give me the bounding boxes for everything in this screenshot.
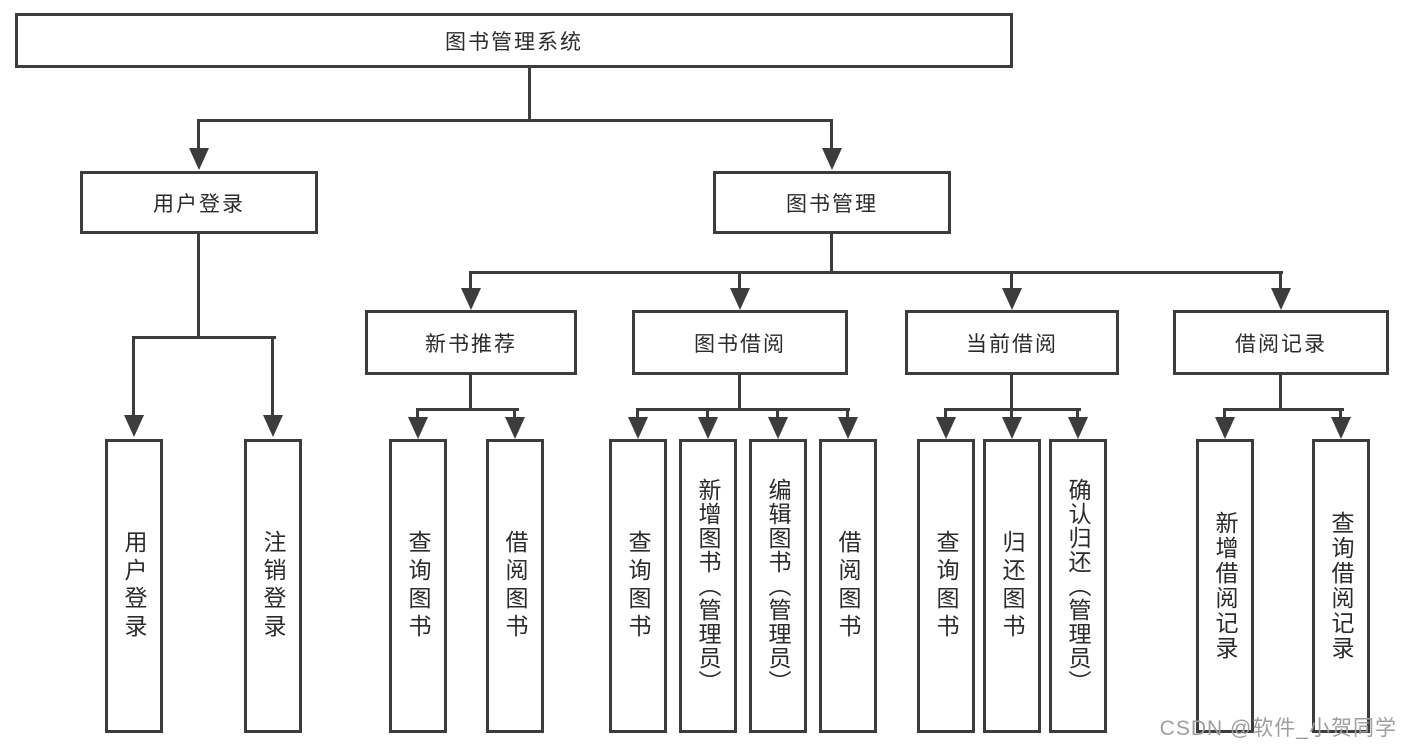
leaf-cb-return-books: 归还图书 (983, 439, 1041, 733)
connector-line (1279, 375, 1282, 411)
root-node-library-system: 图书管理系统 (15, 13, 1013, 68)
leaf-user-login: 用户登录 (105, 439, 163, 733)
connector-line (1279, 271, 1282, 292)
node-borrow-record: 借阅记录 (1173, 310, 1389, 375)
connector-line (776, 408, 779, 420)
node-book-management: 图书管理 (713, 171, 951, 234)
connector-line (1010, 271, 1013, 292)
connector-line (132, 336, 276, 339)
connector-line (1010, 408, 1013, 420)
connector-line (197, 234, 200, 338)
leaf-nb-query-books: 查询图书 (389, 439, 447, 733)
connector-line (1010, 375, 1013, 411)
csdn-watermark: CSDN @软件_小贺同学 (1159, 717, 1397, 740)
connector-line (416, 408, 519, 411)
leaf-cb-query-books: 查询图书 (917, 439, 975, 733)
arrowhead (189, 148, 209, 170)
arrowhead (263, 415, 283, 437)
connector-line (636, 408, 850, 411)
arrowhead (1002, 417, 1022, 439)
leaf-bb-query-books: 查询图书 (609, 439, 667, 733)
connector-line (416, 408, 419, 420)
node-current-borrow: 当前借阅 (905, 310, 1119, 375)
connector-line (271, 336, 274, 418)
arrowhead (768, 417, 788, 439)
leaf-logout: 注销登录 (244, 439, 302, 733)
arrowhead (628, 417, 648, 439)
connector-line (738, 271, 741, 292)
arrowhead (698, 417, 718, 439)
leaf-nb-borrow-books: 借阅图书 (486, 439, 544, 733)
arrowhead (822, 148, 842, 170)
arrowhead (1271, 288, 1291, 310)
connector-line (528, 68, 531, 121)
leaf-bb-borrow-books: 借阅图书 (819, 439, 877, 733)
connector-line (830, 119, 833, 150)
connector-line (469, 271, 1283, 274)
connector-line (830, 234, 833, 274)
arrowhead (730, 288, 750, 310)
connector-line (944, 408, 947, 420)
connector-line (469, 271, 472, 292)
arrowhead (124, 415, 144, 437)
connector-line (197, 119, 200, 150)
leaf-cb-confirm-return-admin: 确认归还（管理员） (1049, 439, 1107, 733)
leaf-bb-add-books-admin: 新增图书（管理员） (679, 439, 737, 733)
arrowhead (936, 417, 956, 439)
arrowhead (1002, 288, 1022, 310)
connector-line (513, 408, 516, 420)
connector-line (132, 336, 135, 418)
connector-line (1223, 408, 1226, 420)
arrowhead (838, 417, 858, 439)
arrowhead (1068, 417, 1088, 439)
connector-line (636, 408, 639, 420)
leaf-br-query-record: 查询借阅记录 (1312, 439, 1370, 733)
leaf-br-add-record: 新增借阅记录 (1196, 439, 1254, 733)
connector-line (706, 408, 709, 420)
connector-line (738, 375, 741, 411)
node-new-book-recommend: 新书推荐 (365, 310, 577, 375)
node-book-borrow: 图书借阅 (632, 310, 848, 375)
connector-line (469, 375, 472, 411)
connector-line (846, 408, 849, 420)
connector-line (1076, 408, 1079, 420)
connector-line (1339, 408, 1342, 420)
arrowhead (1215, 417, 1235, 439)
arrowhead (461, 288, 481, 310)
leaf-bb-edit-books-admin: 编辑图书（管理员） (749, 439, 807, 733)
arrowhead (505, 417, 525, 439)
arrowhead (1331, 417, 1351, 439)
connector-line (1223, 408, 1344, 411)
connector-line (197, 119, 833, 122)
arrowhead (408, 417, 428, 439)
node-user-login: 用户登录 (80, 171, 318, 234)
